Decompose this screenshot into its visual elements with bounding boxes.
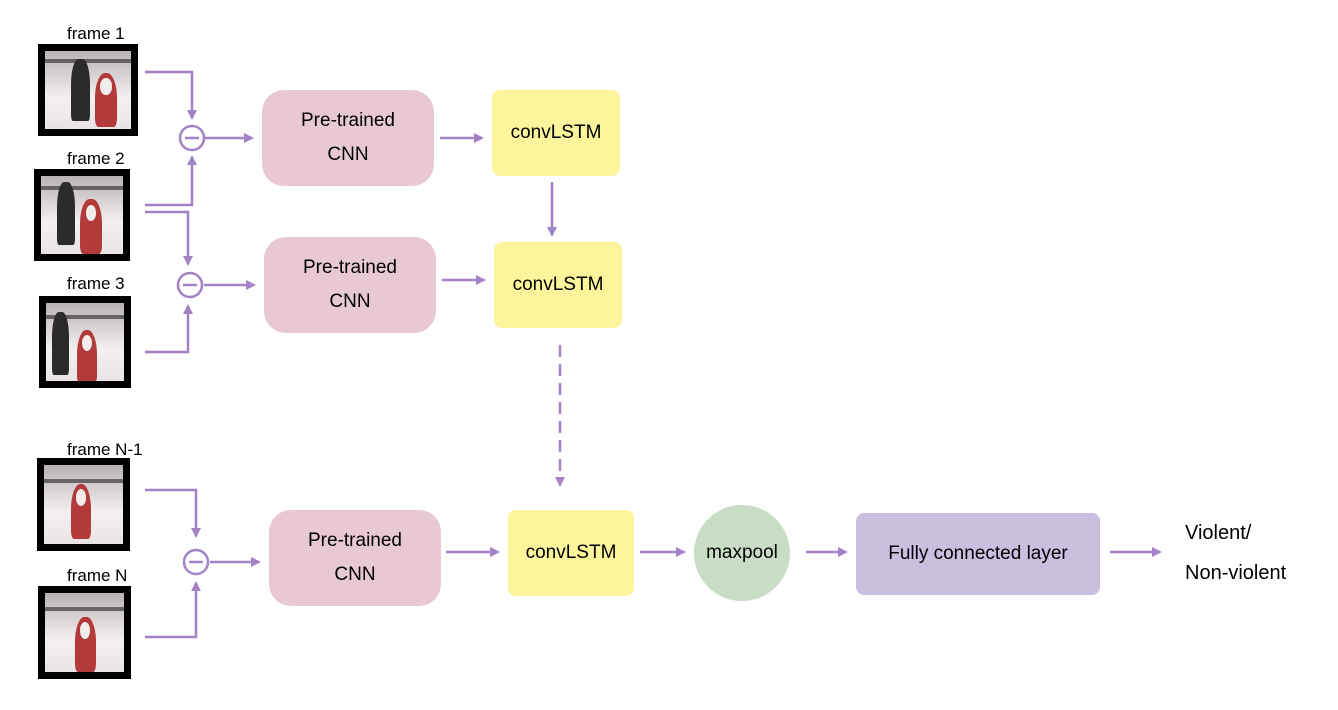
edge-frameN-minusN <box>145 581 201 639</box>
video-frame-thumbnail <box>37 458 130 551</box>
convlstm-label: convLSTM <box>525 542 617 563</box>
video-frame-thumbnail <box>38 586 131 679</box>
video-frame-thumbnail <box>38 44 138 136</box>
circle-minus-icon <box>182 548 210 576</box>
fc-label: Fully connected layer <box>888 543 1068 564</box>
output-label-line1: Violent/ <box>1185 522 1252 544</box>
video-frame-thumbnail <box>34 169 130 261</box>
cnn-label-line2: CNN <box>334 564 376 585</box>
convlstm-box: convLSTM <box>494 242 622 328</box>
edge-frame3-minus2 <box>145 304 193 354</box>
frame-label: frame N-1 <box>67 440 143 459</box>
edge-frame2-minus1 <box>145 155 197 207</box>
frame-label: frame 2 <box>67 149 125 168</box>
cnn-label-line2: CNN <box>327 144 369 165</box>
cnn-label-line1: Pre-trained <box>308 530 402 551</box>
edge-frame2-minus2 <box>145 210 193 266</box>
cnn-label-line1: Pre-trained <box>301 110 395 131</box>
cnn-label-line1: Pre-trained <box>303 257 397 278</box>
fully-connected-layer-box: Fully connected layer <box>856 513 1100 595</box>
convlstm-label: convLSTM <box>512 274 604 295</box>
circle-minus-icon <box>178 124 206 152</box>
convlstm-label: convLSTM <box>510 122 602 143</box>
output-label: Violent/ Non-violent <box>1185 513 1286 593</box>
edge-frameN1-minusN <box>145 488 201 538</box>
edge-frame1-minus1 <box>145 70 197 120</box>
circle-minus-icon <box>176 271 204 299</box>
maxpool-label: maxpool <box>706 542 778 563</box>
convlstm-box: convLSTM <box>508 510 634 596</box>
frame-label: frame N <box>67 566 128 585</box>
convlstm-box: convLSTM <box>492 90 620 176</box>
frame-label: frame 1 <box>67 24 125 43</box>
frame-label: frame 3 <box>67 274 125 293</box>
cnn-label-line2: CNN <box>329 291 371 312</box>
video-frame-thumbnail <box>39 296 131 388</box>
output-label-line2: Non-violent <box>1185 562 1287 584</box>
maxpool-node: maxpool <box>694 505 790 601</box>
